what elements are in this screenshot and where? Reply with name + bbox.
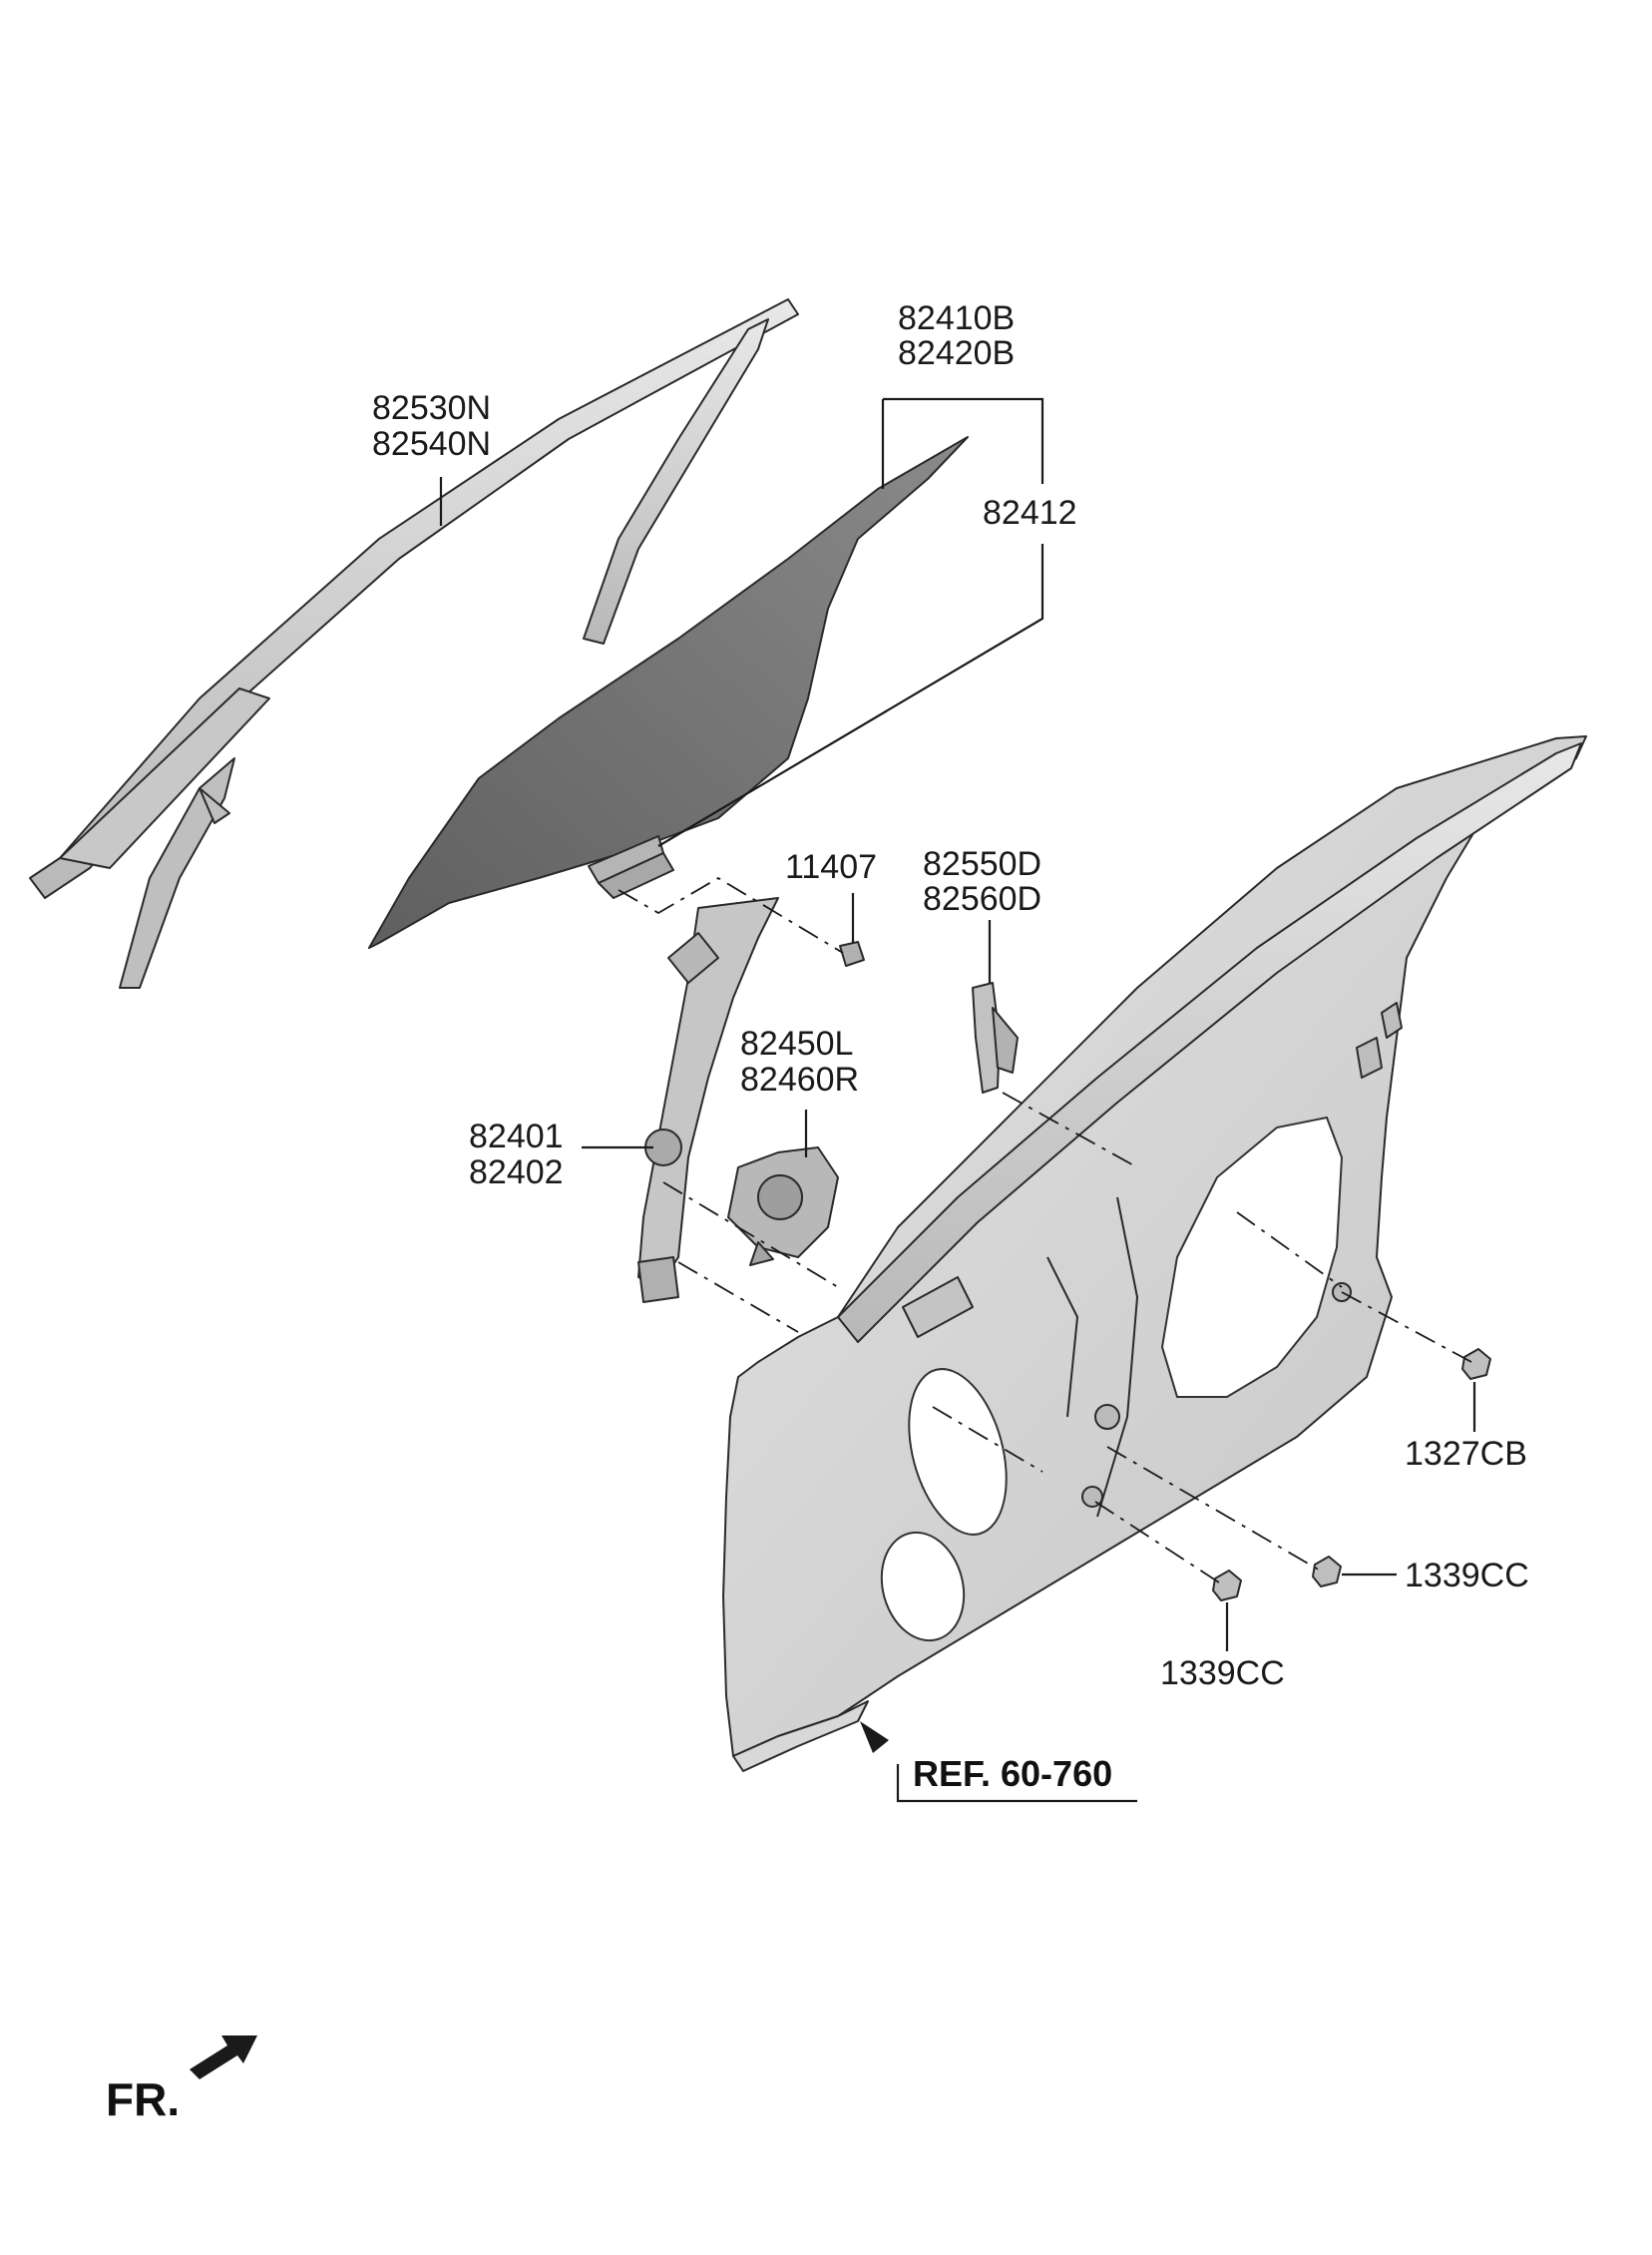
ref-arrow-icon (860, 1721, 889, 1753)
regulator-motor-part (727, 1146, 839, 1266)
door-glass-part (368, 436, 969, 949)
label-82560d: 82560D (923, 880, 1041, 918)
nut-1327cb-part (1461, 1348, 1491, 1380)
reference-label: REF. 60-760 (913, 1753, 1112, 1794)
guide-rail-part (972, 982, 1019, 1094)
leader-lines (439, 397, 1476, 1803)
label-82540n: 82540N (372, 425, 491, 463)
label-82550d: 82550D (923, 845, 1041, 883)
frame-moulding-part (29, 298, 799, 989)
nut-1339cc-right-part (1312, 1556, 1342, 1587)
front-arrow-icon (190, 2035, 257, 2079)
bolt-11407-part (839, 941, 865, 967)
label-82460r: 82460R (740, 1061, 859, 1099)
door-inner-panel-part (722, 735, 1587, 1772)
label-82410b: 82410B (898, 299, 1015, 337)
glass-channel-part (588, 835, 674, 899)
label-11407: 11407 (785, 848, 877, 886)
label-82412: 82412 (983, 494, 1077, 532)
assembly-lines (618, 876, 1472, 1585)
nut-1339cc-lower-part (1212, 1570, 1242, 1601)
label-82402: 82402 (469, 1153, 564, 1191)
label-82450l: 82450L (740, 1025, 853, 1063)
front-direction-marker: FR. (106, 2035, 257, 2125)
label-1339cc-lower: 1339CC (1160, 1654, 1285, 1692)
label-82420b: 82420B (898, 334, 1015, 372)
label-82401: 82401 (469, 1118, 564, 1155)
window-regulator-part (637, 897, 779, 1303)
label-1339cc-right: 1339CC (1405, 1557, 1529, 1594)
label-82530n: 82530N (372, 389, 491, 427)
front-label: FR. (106, 2073, 180, 2125)
label-1327cb: 1327CB (1405, 1435, 1527, 1473)
